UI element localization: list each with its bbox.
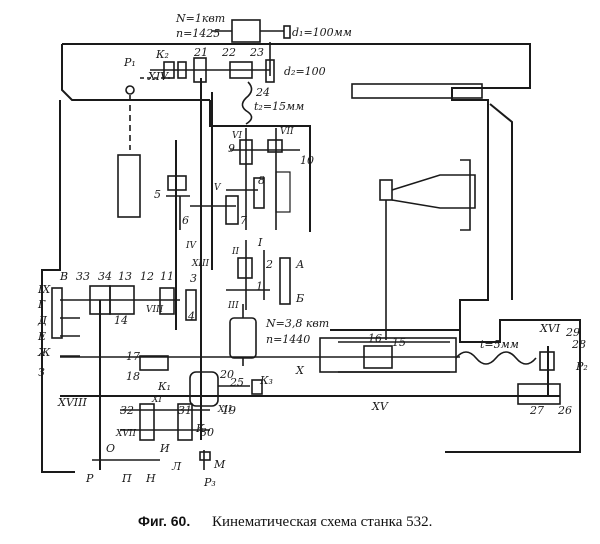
letter-K2: К₂	[155, 48, 169, 61]
label-VIII: VIII	[146, 305, 164, 315]
letter-K3: К₃	[259, 374, 273, 387]
gear-7: 7	[240, 214, 247, 227]
label-V: V	[214, 183, 222, 193]
gear-group-5-7	[166, 175, 239, 230]
gear-18: 18	[126, 370, 140, 383]
letter-ZH: Ж	[37, 346, 51, 359]
label-XIV: XIV	[147, 70, 169, 83]
letter-L: Л	[171, 460, 182, 473]
belt-pitch: t₂=15мм	[254, 100, 304, 113]
gear-8: 8	[258, 174, 265, 187]
gear-30: 30	[200, 426, 214, 439]
gear-14: 14	[114, 314, 128, 327]
letter-K1: К₁	[157, 380, 171, 393]
letter-V: В	[59, 270, 68, 283]
pulley-d1: d₁=100мм	[292, 26, 352, 39]
gear-28: 28	[571, 338, 586, 351]
letter-P: П	[121, 472, 132, 485]
label-XVII: XVII	[115, 429, 136, 439]
gear-23: 23	[249, 46, 264, 59]
figure-number: Фиг. 60.	[138, 513, 190, 529]
gear-21: 21	[193, 46, 208, 59]
gear-32: 32	[120, 404, 134, 417]
machine-frame	[41, 43, 581, 473]
letter-K: К	[195, 422, 205, 435]
gearbox-left	[51, 285, 197, 357]
gear-3: 3	[190, 272, 197, 285]
gear-15: 15	[392, 336, 406, 349]
label-III: III	[227, 301, 239, 311]
shaft-xv-assembly	[60, 346, 561, 405]
label-XI: XI	[151, 395, 162, 405]
letter-Z: З	[38, 366, 45, 379]
gear-11: 11	[160, 270, 174, 283]
gear-24: 24	[255, 86, 270, 99]
screw-pitch: t=5мм	[480, 338, 519, 351]
gear-13: 13	[118, 270, 132, 283]
gear-1: 1	[256, 280, 263, 293]
top-motor	[212, 19, 291, 83]
gear-17: 17	[126, 350, 140, 363]
letter-R: Р	[85, 472, 94, 485]
gear-34: 34	[98, 270, 112, 283]
label-XIII: XIII	[191, 259, 210, 269]
pulley-d2: d₂=100	[284, 65, 326, 78]
letter-O: О	[106, 442, 115, 455]
gear-12: 12	[140, 270, 154, 283]
label-I: I	[257, 236, 263, 249]
gear-2: 2	[265, 258, 273, 271]
gear-31: 31	[178, 404, 192, 417]
top-motor-speed: n=1425	[176, 27, 220, 40]
bottom-motor	[229, 304, 257, 366]
gear-10: 10	[300, 154, 314, 167]
bottom-motor-power: N=3,8 квт	[265, 317, 329, 330]
label-XVIII: XVIII	[57, 396, 87, 409]
column-arm	[351, 83, 483, 340]
bottom-motor-speed: n=1440	[266, 333, 310, 346]
gearbox-upper	[226, 128, 300, 230]
letter-M: М	[213, 458, 226, 471]
gear-26: 26	[557, 404, 572, 417]
gear-4: 4	[187, 310, 195, 323]
counterweight	[117, 85, 141, 218]
letter-D: Д	[37, 314, 48, 327]
letter-P3: Р₃	[203, 476, 216, 489]
label-XVI: XVI	[539, 322, 561, 335]
gear-19: 19	[222, 404, 236, 417]
table-slide	[60, 337, 537, 373]
letter-I: И	[159, 442, 170, 455]
letter-G: Г	[37, 298, 46, 311]
gear-group-1-2	[226, 240, 291, 310]
gear-22: 22	[221, 46, 236, 59]
gear-6: 6	[182, 214, 189, 227]
letter-P1: Р₁	[123, 56, 136, 69]
gear-27: 27	[529, 404, 544, 417]
gear-33: 33	[76, 270, 90, 283]
label-IV: IV	[185, 241, 198, 251]
gear-29: 29	[565, 326, 580, 339]
gear-5: 5	[154, 188, 161, 201]
label-IX: IX	[37, 283, 51, 296]
label-XII: XII	[217, 405, 232, 415]
label-II: II	[231, 247, 240, 257]
shaft-xiv-assembly	[140, 57, 270, 125]
top-motor-power: N=1квт	[175, 12, 225, 25]
gear-9: 9	[228, 142, 235, 155]
letter-P2: Р₂	[575, 360, 588, 373]
gear-16: 16	[368, 332, 382, 345]
letter-N: Н	[145, 472, 156, 485]
figure-caption: Кинематическая схема станка 532.	[212, 514, 432, 530]
label-XV: XV	[371, 400, 389, 413]
letter-A: А	[295, 258, 304, 271]
letter-B: Б	[295, 292, 304, 305]
gearbox-lower	[92, 355, 263, 470]
gear-25: 25	[229, 376, 244, 389]
gear-20: 20	[219, 368, 234, 381]
label-VII: VII	[280, 127, 294, 137]
label-VI: VI	[232, 131, 242, 141]
label-X: X	[295, 364, 305, 377]
vertical-shafts	[99, 78, 213, 470]
letter-E: Е	[37, 330, 46, 343]
